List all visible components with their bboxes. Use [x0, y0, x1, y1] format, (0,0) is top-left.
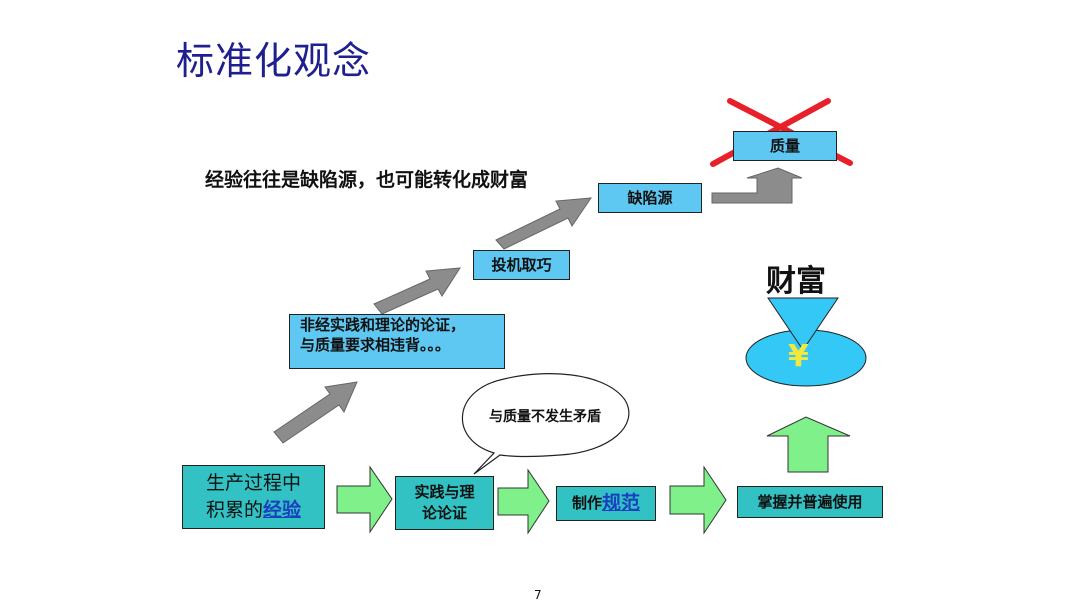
- experience-line1: 生产过程中: [205, 472, 301, 495]
- page-number: 7: [534, 588, 542, 602]
- headline-text: 经验往往是缺陷源，也可能转化成财富: [205, 169, 529, 191]
- bubble-text: 与质量不发生矛盾: [489, 409, 601, 425]
- experience-link[interactable]: 经验: [263, 499, 302, 521]
- opportunism-label: 投机取巧: [491, 255, 552, 274]
- master-use-box: 掌握并普遍使用: [737, 486, 883, 518]
- opportunism-box: 投机取巧: [473, 250, 570, 280]
- green-arrow-3: [669, 465, 727, 535]
- wealth-label: 财富: [766, 264, 826, 299]
- yen-icon: ¥: [788, 339, 809, 374]
- master-use-label: 掌握并普遍使用: [757, 492, 863, 511]
- experience-line2: 积累的经验: [206, 497, 301, 524]
- make-standard-box: 制作规范: [556, 486, 656, 521]
- quality-label: 质量: [769, 136, 800, 155]
- non-verified-box: 非经实践和理论的论证， 与质量要求相违背。。。: [289, 314, 505, 369]
- quality-box: 质量: [733, 131, 837, 161]
- gray-bent-arrow: [711, 167, 803, 204]
- gray-arrow-2: [373, 267, 461, 315]
- gray-arrow-3: [495, 197, 593, 250]
- practice-box: 实践与理 论论证: [395, 476, 494, 530]
- experience-box: 生产过程中 积累的经验: [182, 465, 325, 529]
- defect-source-box: 缺陷源: [598, 183, 702, 213]
- practice-line2: 论论证: [421, 504, 467, 522]
- practice-line1: 实践与理: [414, 483, 475, 501]
- green-arrow-1: [336, 465, 393, 534]
- gray-arrow-1: [273, 381, 358, 444]
- make-prefix: 制作: [571, 494, 602, 512]
- speech-bubble: [461, 373, 630, 475]
- non-verified-line2: 与质量要求相违背。。。: [300, 336, 451, 355]
- make-standard-link[interactable]: 规范: [602, 492, 641, 515]
- green-arrow-2: [497, 468, 550, 535]
- non-verified-line1: 非经实践和理论的论证，: [300, 316, 466, 334]
- wealth-triangle: [767, 297, 839, 351]
- green-up-arrow: [766, 416, 851, 473]
- experience-prefix: 积累的: [205, 499, 263, 521]
- slide-title: 标准化观念: [176, 39, 372, 83]
- defect-source-label: 缺陷源: [627, 188, 673, 207]
